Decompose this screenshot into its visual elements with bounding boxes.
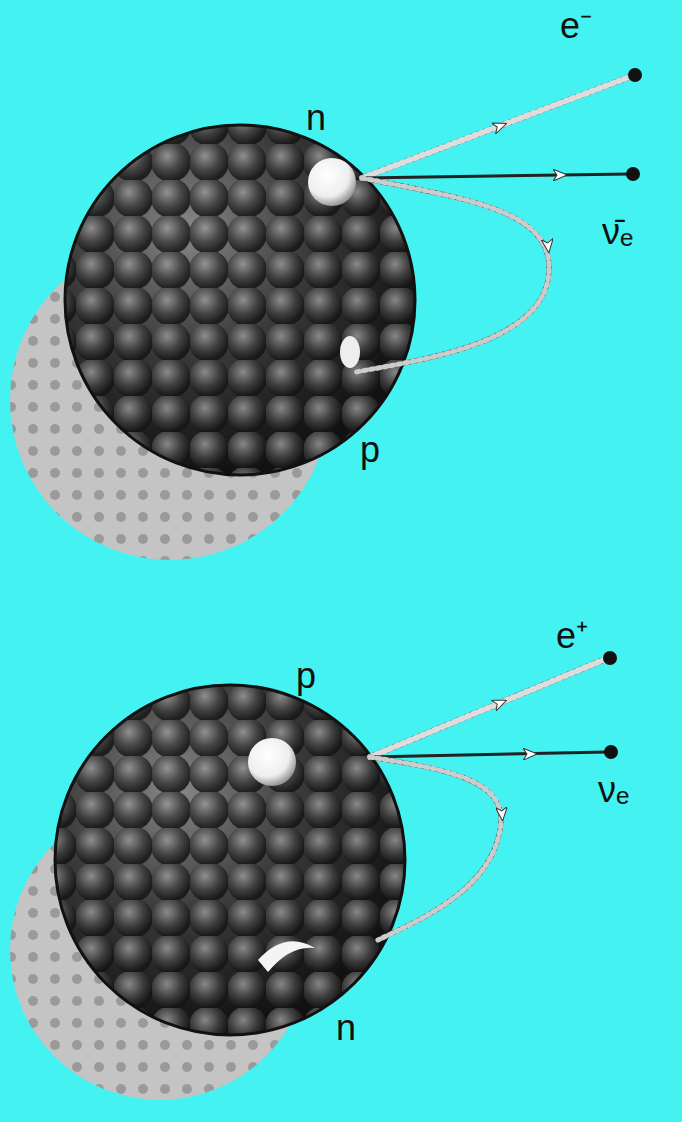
particle-label: p bbox=[360, 432, 380, 468]
particle-label: p bbox=[296, 658, 316, 694]
particle-label: e⁺ bbox=[556, 618, 588, 654]
particle-label: n bbox=[306, 100, 326, 136]
particle-label: ν̄ₑ bbox=[602, 214, 633, 250]
particle-label: νₑ bbox=[598, 772, 629, 808]
particle-label: n bbox=[336, 1010, 356, 1046]
particle-label: e⁻ bbox=[560, 8, 592, 44]
